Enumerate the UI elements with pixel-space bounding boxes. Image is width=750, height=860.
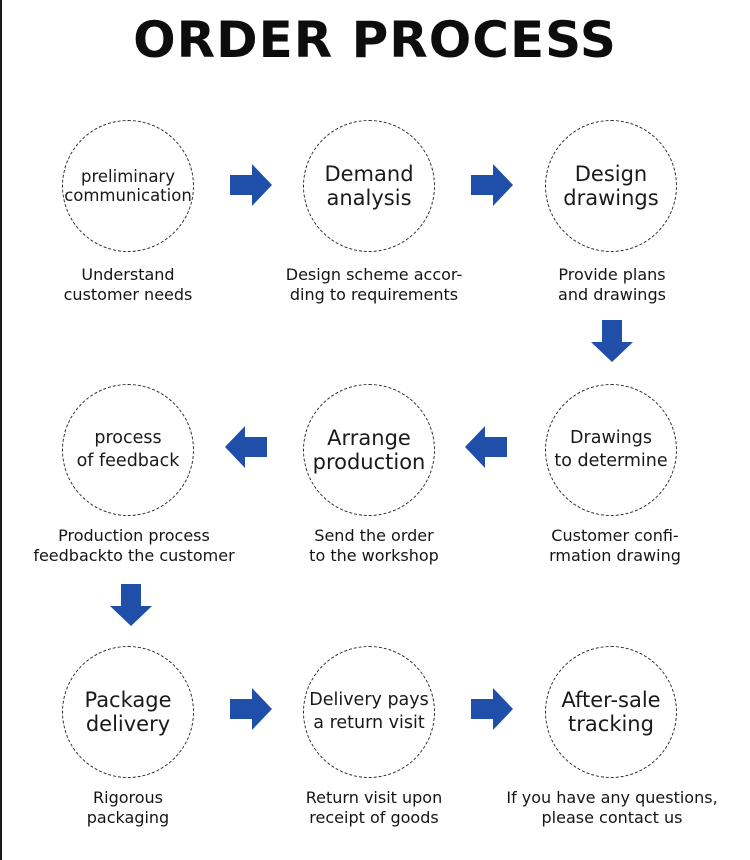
- step-4-label: Drawings to determine: [554, 428, 668, 471]
- arrow-down-icon: [589, 318, 635, 364]
- step-8-caption: Return visit upon receipt of goods: [305, 788, 443, 827]
- step-9-label: After-sale tracking: [561, 688, 661, 736]
- step-6-label: process of feedback: [76, 428, 180, 471]
- arrow-right-icon: [469, 686, 515, 732]
- step-2-label: Demand analysis: [324, 162, 414, 210]
- step-9-circle: After-sale tracking: [545, 646, 677, 778]
- step-7-caption: Rigorous packaging: [86, 788, 170, 827]
- step-6-caption: Production process feedbackto the custom…: [33, 526, 235, 565]
- step-5-caption: Send the order to the workshop: [309, 526, 439, 565]
- step-8-circle: Delivery pays a return visit: [303, 646, 435, 778]
- arrow-left-icon: [223, 424, 269, 470]
- step-5-circle: Arrange production: [303, 384, 435, 516]
- step-2-caption: Design scheme accor- ding to requirement…: [285, 265, 463, 304]
- step-1-label: preliminary communication: [64, 167, 192, 205]
- left-border-line: [0, 0, 2, 860]
- step-7-label: Package delivery: [84, 688, 172, 736]
- step-3-label: Design drawings: [563, 162, 659, 210]
- step-1-circle: preliminary communication: [62, 120, 194, 252]
- step-2-circle: Demand analysis: [303, 120, 435, 252]
- arrow-down-icon: [108, 582, 154, 628]
- arrow-left-icon: [463, 424, 509, 470]
- step-8-label: Delivery pays a return visit: [309, 690, 429, 733]
- step-3-caption: Provide plans and drawings: [558, 265, 666, 304]
- arrow-right-icon: [469, 162, 515, 208]
- step-6-circle: process of feedback: [62, 384, 194, 516]
- step-3-circle: Design drawings: [545, 120, 677, 252]
- step-9-caption: If you have any questions, please contac…: [506, 788, 718, 827]
- arrow-right-icon: [228, 162, 274, 208]
- step-1-caption: Understand customer needs: [63, 265, 193, 304]
- step-4-caption: Customer confi- rmation drawing: [549, 526, 681, 565]
- step-5-label: Arrange production: [312, 426, 426, 474]
- arrow-right-icon: [228, 686, 274, 732]
- step-7-circle: Package delivery: [62, 646, 194, 778]
- step-4-circle: Drawings to determine: [545, 384, 677, 516]
- page-title: ORDER PROCESS: [133, 11, 617, 69]
